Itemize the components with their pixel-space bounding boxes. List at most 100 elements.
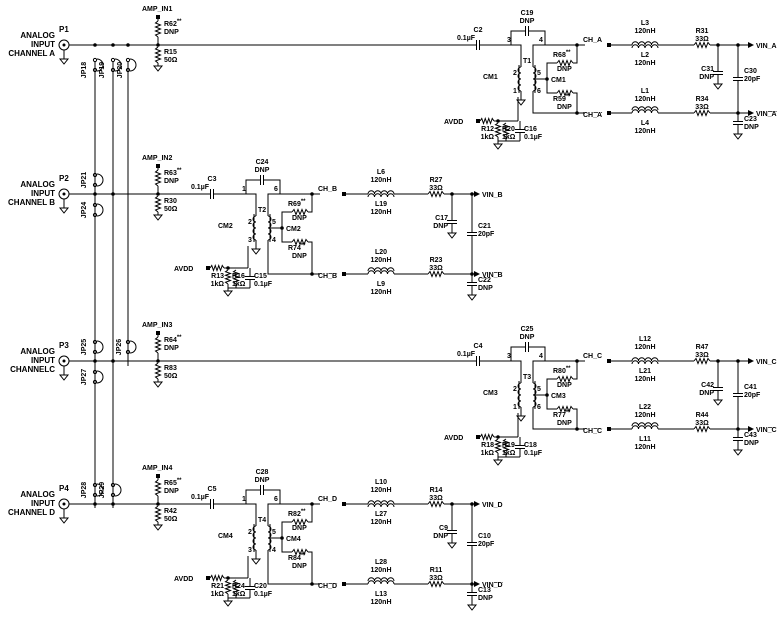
- junction-dot: [93, 43, 97, 47]
- component-label: C21: [478, 223, 491, 230]
- wire: [546, 378, 557, 395]
- sma-connector: [58, 39, 70, 65]
- ground-triangle: [446, 542, 458, 549]
- sma-connector: [58, 498, 70, 524]
- wire: [245, 179, 260, 194]
- ground-triangle: [492, 459, 504, 466]
- component-value: DNP: [520, 18, 535, 25]
- component-label: L21: [639, 368, 651, 375]
- component-label: C18: [524, 442, 537, 449]
- resistor: [154, 195, 162, 213]
- wire: [546, 79, 557, 94]
- component-value: 33Ω: [695, 420, 709, 427]
- component-label: R34: [696, 96, 709, 103]
- resistor: [154, 362, 162, 380]
- resistor: [501, 122, 511, 138]
- component-label: R65**: [164, 478, 182, 487]
- transformer-label: T3: [523, 374, 531, 381]
- dnp-mark: **: [177, 478, 182, 484]
- connector-pin: [62, 192, 66, 196]
- ground-symbol: [466, 292, 478, 301]
- component-label: C10: [478, 533, 491, 540]
- jumper-pin: [125, 67, 131, 73]
- bridge-capacitor: [525, 342, 529, 352]
- jumper-label: JP24: [81, 202, 88, 218]
- component-label: C13: [478, 587, 491, 594]
- capacitor: [733, 77, 743, 81]
- ground-triangle: [732, 449, 744, 456]
- input-capacitor: [210, 189, 214, 199]
- ground-symbol: [712, 81, 724, 90]
- cm-node-label: CM2: [286, 226, 301, 233]
- resistor: [693, 425, 711, 433]
- wire: [281, 521, 292, 538]
- jumper-arc: [129, 340, 137, 354]
- component-label: R82**: [288, 509, 306, 518]
- component-value: DNP: [433, 533, 448, 540]
- amp-in-label: AMP_IN2: [142, 155, 172, 162]
- ch-neg-label: CH_B: [318, 273, 337, 280]
- wire: [264, 179, 281, 194]
- jumper-arc: [96, 370, 104, 384]
- jumper-pin: [92, 182, 98, 188]
- component-label: R13: [211, 273, 224, 280]
- connector-pin: [62, 43, 66, 47]
- wire: [267, 550, 320, 585]
- bridge-capacitor: [525, 26, 529, 36]
- component-value: 33Ω: [429, 185, 443, 192]
- wire: [546, 395, 557, 410]
- wire: [529, 346, 546, 361]
- component-value: DNP: [557, 382, 572, 389]
- ground-symbol: [250, 556, 262, 565]
- input-label-line: ANALOG: [20, 180, 55, 189]
- component-value: 120nH: [370, 519, 391, 526]
- component-label: R77**: [553, 410, 571, 419]
- ground-symbol: [152, 63, 164, 72]
- resistor: [223, 579, 233, 595]
- component-label: C20: [254, 583, 267, 590]
- jumper-pin: [92, 349, 98, 355]
- component-label: L20: [375, 249, 387, 256]
- capacitor: [447, 220, 457, 224]
- component-value: 120nH: [634, 128, 655, 135]
- vin-pos-label: VIN_B: [482, 192, 503, 199]
- component-label: R27: [430, 177, 443, 184]
- ch-neg-label: CH_C: [583, 428, 602, 435]
- component-value: DNP: [255, 167, 270, 174]
- resistor: [291, 548, 309, 556]
- wire: [308, 551, 313, 584]
- inductor: [367, 193, 395, 198]
- input-label-line: ANALOG: [20, 31, 55, 40]
- ground-symbol: [732, 131, 744, 140]
- wire: [532, 91, 585, 114]
- component-value: 120nH: [634, 444, 655, 451]
- ground-triangle: [466, 294, 478, 301]
- sma-connector: [58, 188, 70, 214]
- ground-triangle: [222, 290, 234, 297]
- input-label-line: CHANNEL B: [8, 198, 55, 207]
- component-label: C19: [521, 10, 534, 17]
- ch-pos-label: CH_B: [318, 186, 337, 193]
- wire: [308, 241, 313, 274]
- pin-number: 6: [274, 186, 278, 193]
- component-value: 20pF: [478, 231, 495, 238]
- component-value: 50Ω: [164, 206, 178, 213]
- component-value: 0.1µF: [191, 494, 210, 501]
- avdd-label: AVDD: [174, 266, 193, 273]
- component-value: 0.1µF: [457, 351, 476, 358]
- resistor: [154, 479, 162, 497]
- jumper-pin: [92, 57, 98, 63]
- component-label: C30: [744, 68, 757, 75]
- bias-capacitor: [245, 586, 255, 590]
- wire: [573, 361, 578, 380]
- wire: [511, 44, 522, 67]
- component-value: DNP: [699, 390, 714, 397]
- inductor: [367, 503, 395, 508]
- resistor: [427, 500, 445, 508]
- component-value: 120nH: [370, 599, 391, 606]
- component-value: 120nH: [370, 209, 391, 216]
- ground-triangle: [152, 65, 164, 72]
- dnp-mark: **: [566, 50, 571, 56]
- wire: [510, 30, 525, 45]
